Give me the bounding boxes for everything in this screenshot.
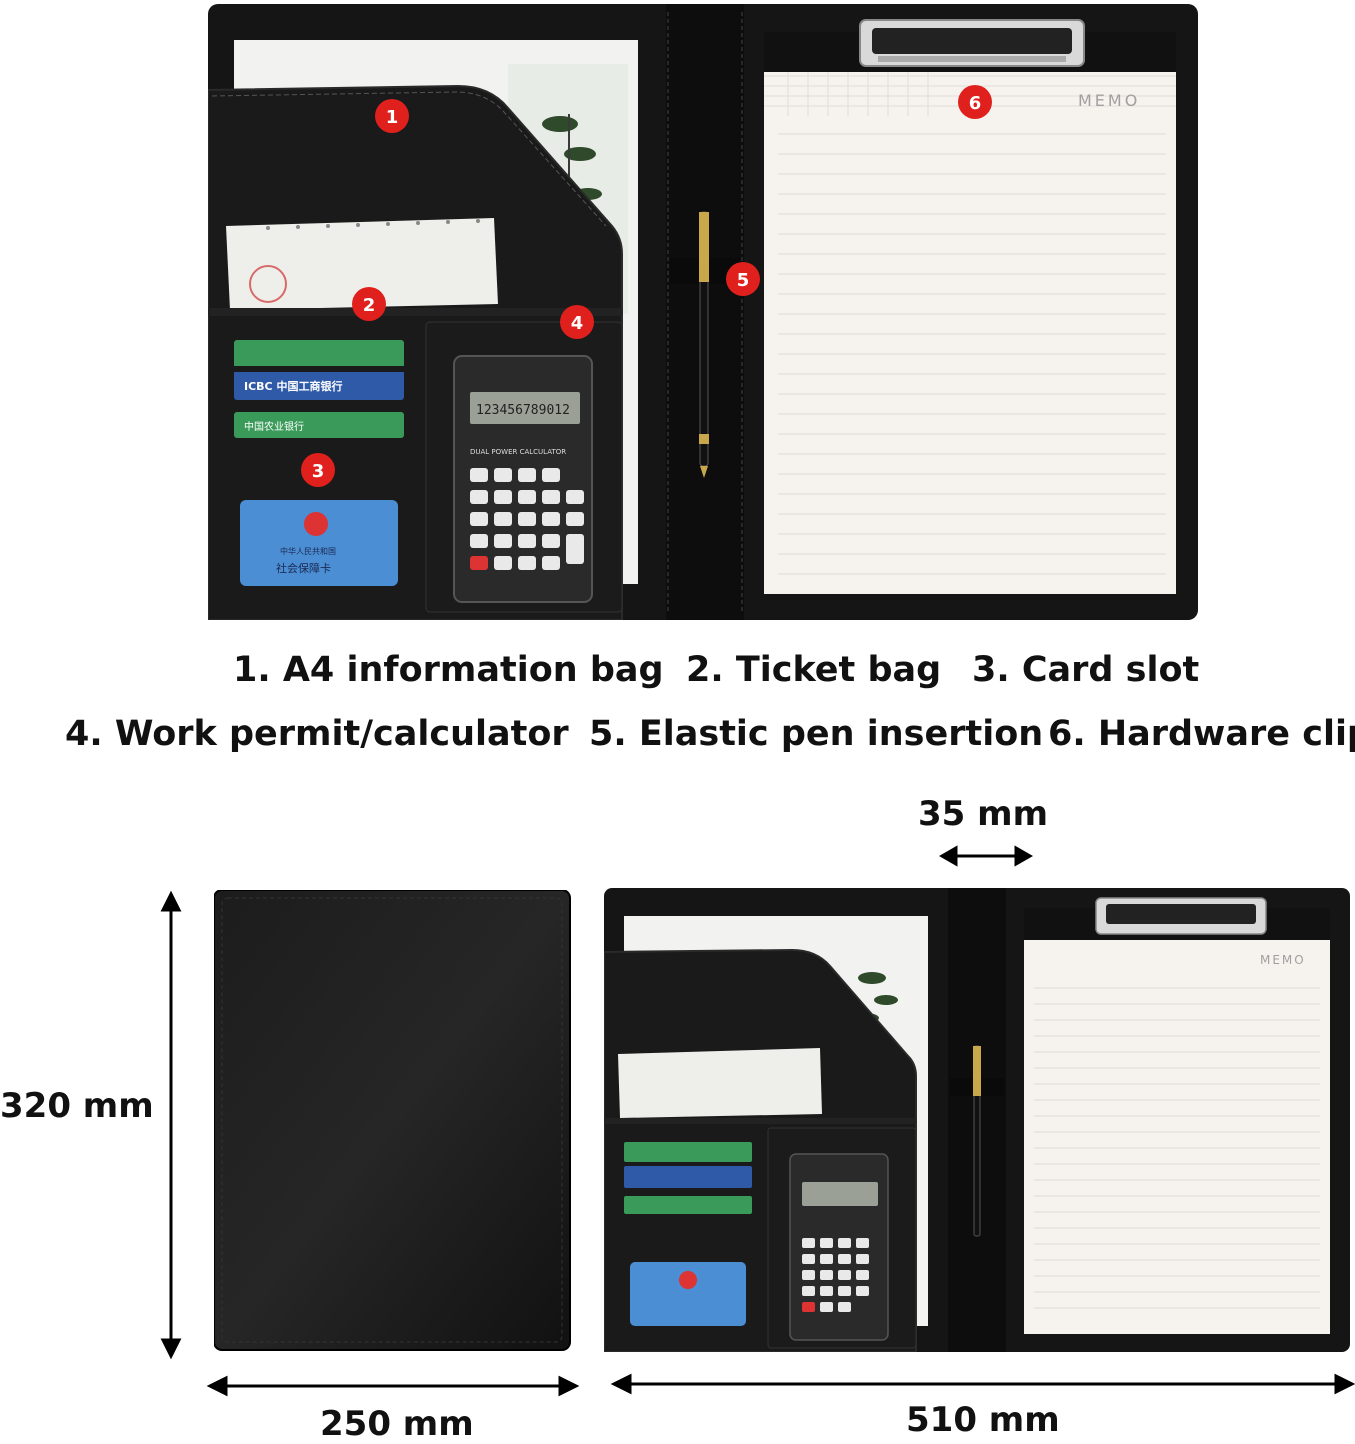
hardware-clip [764, 19, 1176, 72]
badge-6: 6 [958, 85, 992, 119]
badge-3: 3 [301, 453, 335, 487]
badge-1: 1 [375, 99, 409, 133]
card-slot-area: ICBC 中国工商银行 中国农业银行 中华人民共和国 社会保障卡 [222, 340, 412, 586]
memo-pad [764, 32, 1176, 594]
open-folder-illustration: ICBC 中国工商银行 中国农业银行 中华人民共和国 社会保障卡 1234567… [208, 4, 1198, 620]
feature-4: 4. Work permit/calculator [65, 714, 569, 754]
open-width-label: 510 mm [906, 1400, 1060, 1440]
badge-5: 5 [726, 262, 760, 296]
svg-text:MEMO: MEMO [1078, 91, 1140, 110]
svg-text:ICBC 中国工商银行: ICBC 中国工商银行 [244, 379, 342, 393]
svg-text:5: 5 [737, 270, 750, 291]
open-folder-small: MEMO [604, 888, 1350, 1352]
closed-width-label: 250 mm [320, 1404, 474, 1444]
svg-text:MEMO: MEMO [1260, 953, 1306, 967]
feature-6: 6. Hardware clip [1048, 714, 1355, 754]
svg-text:中华人民共和国: 中华人民共和国 [280, 546, 336, 556]
svg-text:1: 1 [386, 107, 399, 128]
feature-list: 1. A4 information bag 2. Ticket bag 3. C… [0, 650, 1355, 760]
ticket [226, 218, 498, 310]
feature-2: 2. Ticket bag [686, 650, 942, 690]
height-label: 320 mm [0, 1086, 154, 1126]
svg-text:DUAL POWER CALCULATOR: DUAL POWER CALCULATOR [470, 448, 566, 456]
feature-5: 5. Elastic pen insertion [589, 714, 1044, 754]
svg-text:4: 4 [571, 313, 584, 334]
pen-icon [699, 211, 709, 478]
badge-2: 2 [352, 287, 386, 321]
feature-3: 3. Card slot [972, 650, 1200, 690]
svg-text:123456789012: 123456789012 [476, 403, 570, 418]
spine-width-label: 35 mm [918, 794, 1049, 834]
open-folder-detail: ICBC 中国工商银行 中国农业银行 中华人民共和国 社会保障卡 1234567… [208, 4, 1198, 620]
feature-1: 1. A4 information bag [233, 650, 664, 690]
calculator: 123456789012 DUAL POWER CALCULATOR [453, 355, 593, 603]
svg-text:6: 6 [969, 93, 982, 114]
badge-4: 4 [560, 305, 594, 339]
memo-lines [778, 133, 1166, 575]
svg-text:2: 2 [363, 295, 376, 316]
svg-text:社会保障卡: 社会保障卡 [276, 561, 331, 575]
closed-folder [214, 890, 572, 1352]
svg-text:中国农业银行: 中国农业银行 [244, 420, 304, 433]
calculator-keys [470, 468, 584, 570]
svg-text:3: 3 [312, 461, 325, 482]
